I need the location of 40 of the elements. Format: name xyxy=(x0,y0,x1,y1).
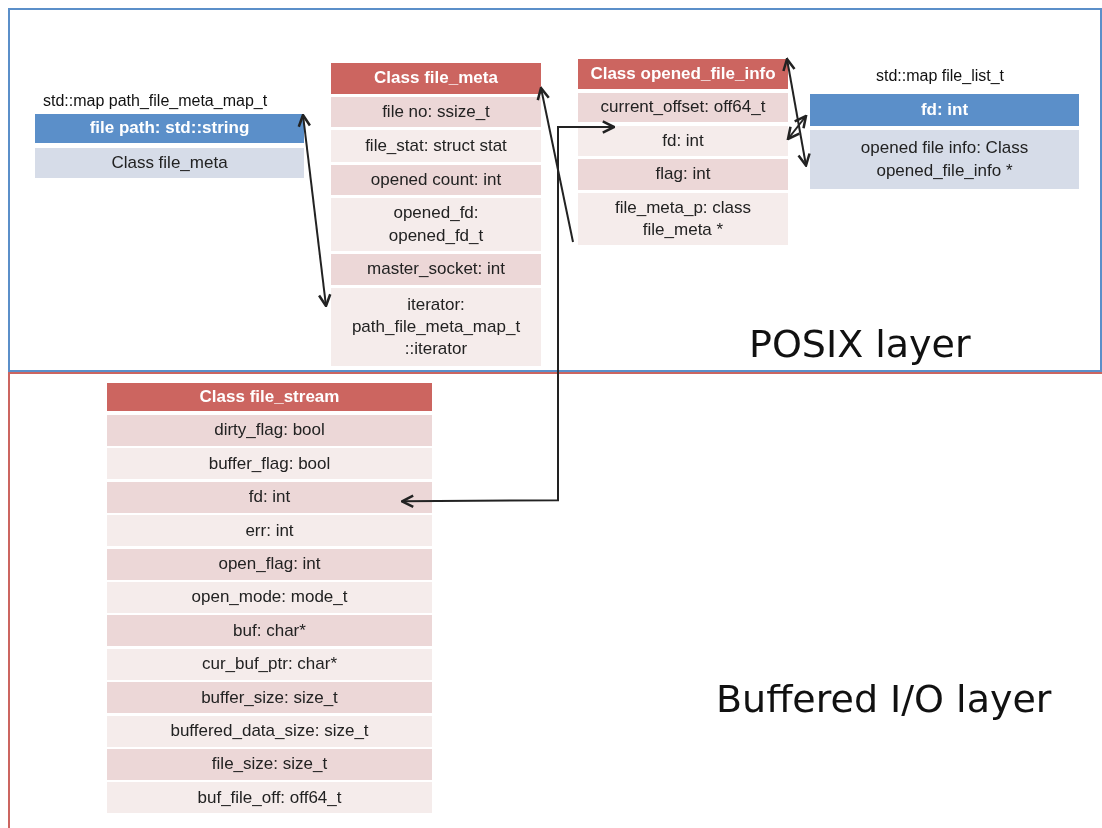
field-row: buffer_size: size_t xyxy=(107,682,432,714)
field-row: opened_fd: opened_fd_t xyxy=(331,198,541,251)
layer-title: Buffered I/O layer xyxy=(716,677,1052,721)
arrow xyxy=(400,120,616,509)
layer-region xyxy=(8,372,1102,828)
map-type-label: std::map path_file_meta_map_t xyxy=(43,92,268,110)
field-row: buf: char* xyxy=(107,615,432,647)
field-row: file no: ssize_t xyxy=(331,97,541,127)
layer-title: POSIX layer xyxy=(749,322,971,366)
map-type-label: std::map file_list_t xyxy=(876,67,1005,85)
arrow xyxy=(536,86,574,243)
field-row: opened count: int xyxy=(331,165,541,195)
arrow xyxy=(786,114,808,141)
field-row: buffered_data_size: size_t xyxy=(107,715,432,747)
field-row: file_stat: struct stat xyxy=(331,130,541,162)
class-header: Class file_meta xyxy=(331,63,541,94)
field-row: err: int xyxy=(107,515,432,547)
class-header: Class opened_file_info xyxy=(578,59,788,89)
map-key-row: fd: int xyxy=(810,94,1079,126)
field-row: flag: int xyxy=(578,159,788,190)
field-row: master_socket: int xyxy=(331,254,541,285)
field-row: fd: int xyxy=(107,481,432,513)
field-row: dirty_flag: bool xyxy=(107,415,432,446)
map-value-row: opened file info: Class opened_file_info * xyxy=(810,130,1079,189)
field-row: iterator: path_file_meta_map_t ::iterator xyxy=(331,288,541,366)
map-key-row: file path: std::string xyxy=(35,114,304,143)
field-row: fd: int xyxy=(578,126,788,156)
field-row: open_flag: int xyxy=(107,548,432,580)
class-header: Class file_stream xyxy=(107,383,432,411)
arrow xyxy=(782,57,811,167)
layer-region xyxy=(8,8,1102,372)
field-row: buffer_flag: bool xyxy=(107,448,432,480)
arrow xyxy=(297,113,332,308)
field-row: current_offset: off64_t xyxy=(578,93,788,122)
field-row: file_meta_p: class file_meta * xyxy=(578,193,788,245)
field-row: buf_file_off: off64_t xyxy=(107,782,432,814)
map-value-row: Class file_meta xyxy=(35,148,304,178)
field-row: file_size: size_t xyxy=(107,749,432,780)
field-row: cur_buf_ptr: char* xyxy=(107,648,432,680)
field-row: open_mode: mode_t xyxy=(107,582,432,613)
